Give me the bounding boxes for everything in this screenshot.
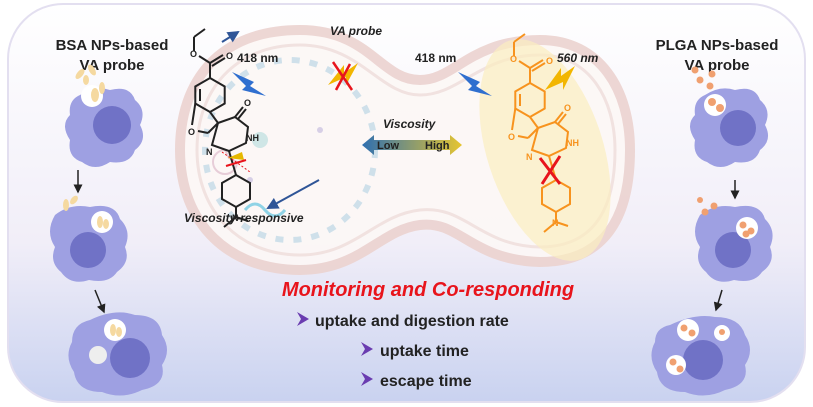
summary-bullet: uptake and digestion rate [315,313,509,330]
bullet-arrow-icon [361,342,373,356]
atom-label: NH [246,133,259,143]
summary-bullet: uptake time [380,343,469,360]
right-title: PLGA NPs-based [656,37,779,54]
atom-label: O [226,51,233,61]
va-probe-molecule-low-viscosity: O O O O NH N N [188,28,259,228]
left-cell-digestion [50,195,128,282]
bullet-arrow-icon [297,312,309,326]
viscosity-label: Viscosity [383,117,437,131]
right-cell-uptake [690,66,769,167]
va-probe-molecule-high-viscosity: O O O O NH N N [508,33,579,233]
rotation-icon [221,151,251,173]
emission-highlight [479,39,611,261]
left-cell-uptake [65,64,144,167]
emission-bolt-icon [328,63,358,85]
low-label: Low [377,140,399,152]
right-cell-escape [651,316,750,396]
excitation-bolt-icon [232,72,266,96]
va-probe-label: VA probe [330,24,382,38]
atom-label: O [244,98,251,108]
summary-bullet: escape time [380,373,472,390]
summary-heading: Monitoring and Co-responding [282,279,574,301]
atom-label: O [546,56,553,66]
left-flow-arrow [94,289,106,314]
emission-bolt-icon [545,66,575,90]
right-excitation-wavelength: 418 nm [415,51,456,65]
emission-wavelength: 560 nm [557,51,599,65]
left-cell-escape [68,312,167,396]
left-excitation-wavelength: 418 nm [237,51,278,65]
viscosity-responsive-arrow [266,179,320,209]
right-cell-digestion [695,197,773,282]
atom-label: N [526,152,533,162]
viscosity-responsive-label: Viscosity-responsive [184,211,304,225]
atom-label: N [232,213,239,223]
rotation-blocked-icon [538,155,562,185]
atom-label: O [188,127,195,137]
high-label: High [425,140,450,152]
atom-label: N [552,218,559,228]
no-emission-cross-icon [331,61,354,91]
atom-label: N [206,147,213,157]
viscosity-gradient-arrow [362,135,462,155]
right-title-line2: VA probe [684,57,749,74]
bullet-arrow-icon [361,372,373,386]
va-probe-arrow [221,30,240,43]
excitation-bolt-icon [458,72,492,96]
left-title: BSA NPs-based [56,37,169,54]
atom-label: O [564,103,571,113]
atom-label: O [510,54,517,64]
atom-label: NH [566,138,579,148]
right-flow-arrow [713,289,723,312]
left-title-line2: VA probe [79,57,144,74]
atom-label: O [190,49,197,59]
atom-label: O [508,132,515,142]
